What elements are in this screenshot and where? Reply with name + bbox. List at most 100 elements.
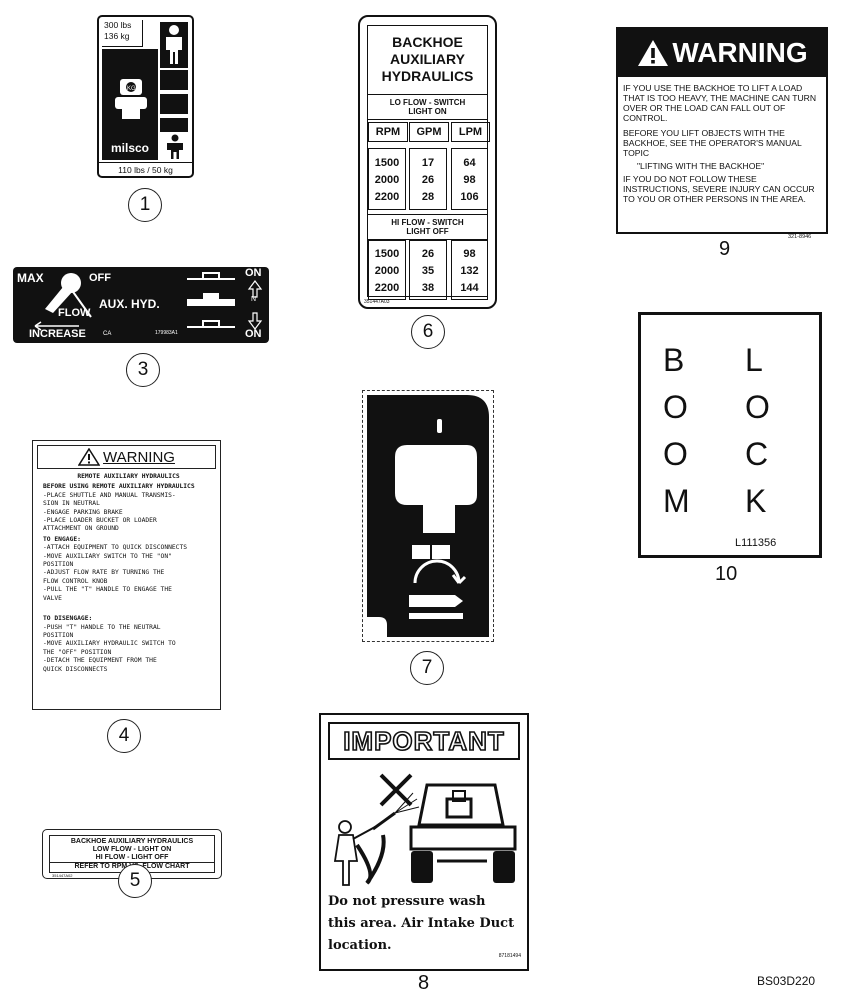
warning-header: WARNING (618, 29, 826, 77)
instruction-line: -DETACH THE EQUIPMENT FROM THE (43, 657, 157, 665)
hi-gpm-cell: 26 35 38 (409, 240, 447, 300)
flow-chart-title: BACKHOE AUXILIARY HYDRAULICS (368, 34, 487, 85)
hi-flow-line1: HI FLOW - SWITCH (391, 218, 464, 227)
flow-label: FLOW (58, 307, 91, 319)
instruction-line: QUICK DISCONNECTS (43, 665, 108, 673)
table-cell: 26 (421, 248, 435, 260)
instruction-line: -ATTACH EQUIPMENT TO QUICK DISCONNECTS (43, 544, 188, 552)
hi-rpm-cell: 1500 2000 2200 (368, 240, 406, 300)
callout-6: 6 (411, 315, 445, 349)
letter: C (745, 436, 769, 472)
table-cell: 17 (421, 157, 435, 169)
callout-8: 8 (418, 972, 430, 994)
text-line-3: location. (328, 938, 392, 953)
instruction-line: POSITION (43, 561, 74, 569)
part-number: L111356 (735, 537, 777, 549)
on-label-bottom: ON (245, 328, 262, 340)
table-cell: 1500 (374, 157, 400, 169)
part-number: 351447A03 (364, 299, 390, 305)
capacity-lbs: 300 lbs (104, 20, 132, 30)
callout-9: 9 (719, 238, 731, 260)
ca-mark: CA (103, 331, 112, 337)
instruction-line: VALVE (43, 594, 62, 602)
engage-heading: TO ENGAGE: (43, 535, 81, 543)
warning-part-number: 321-8946 (788, 234, 812, 240)
title-line: HYDRAULICS (381, 68, 474, 84)
lo-flow-line1: LO FLOW - SWITCH (389, 98, 466, 107)
letter: B (663, 342, 685, 378)
boom-lock-decal: B O O M L O C K L111356 (638, 312, 822, 558)
up-down-arrows-icon (247, 280, 263, 330)
lo-rpm-cell: 1500 2000 2200 (368, 148, 406, 210)
lo-flow-line2: LIGHT ON (408, 107, 447, 116)
stripe-3 (160, 118, 188, 132)
instruction-line: FLOW CONTROL KNOB (43, 577, 108, 585)
instruction-line: -MOVE AUXILIARY SWITCH TO THE "ON" (43, 552, 172, 560)
warning-title: WARNING (103, 448, 175, 466)
figure-id: BS03D220 (757, 974, 816, 988)
callout-7: 7 (410, 651, 444, 685)
important-header: IMPORTANT (328, 722, 520, 760)
table-cell: 98 (463, 248, 476, 260)
warning-paragraph-4: IF YOU DO NOT FOLLOW THESE INSTRUCTIONS,… (623, 174, 815, 204)
letter: O (745, 389, 770, 425)
part-number: 87181494 (498, 953, 521, 959)
lock-word: L O C K (745, 337, 770, 525)
stripe-2 (160, 94, 188, 114)
table-cell: 106 (460, 191, 479, 203)
warning-paragraph-1: IF YOU USE THE BACKHOE TO LIFT A LOAD TH… (623, 83, 817, 123)
letter: O (663, 389, 688, 425)
disengage-heading: TO DISENGAGE: (43, 615, 93, 623)
instruction-line-1: BACKHOE AUXILIARY HYDRAULICS (70, 838, 194, 845)
neutral-mark: N (251, 296, 257, 303)
instruction-line: -PLACE SHUTTLE AND MANUAL TRANSMIS- (43, 491, 176, 499)
lift-warning-decal: WARNING IF YOU USE THE BACKHOE TO LIFT A… (616, 27, 828, 234)
instruction-line: -PUSH "T" HANDLE TO THE NEUTRAL (43, 623, 161, 631)
callout-10: 10 (715, 563, 738, 585)
table-cell: 2000 (374, 174, 400, 186)
hi-flow-header: HI FLOW - SWITCH LIGHT OFF (368, 214, 487, 240)
brand-logo: milsco (110, 141, 149, 155)
warning-triangle-icon (638, 40, 669, 66)
large-person-icon (160, 22, 188, 68)
seat-icon: KG (115, 79, 147, 119)
table-cell: 2200 (374, 282, 400, 294)
warning-triangle-icon (78, 448, 101, 466)
instruction-line: POSITION (43, 631, 74, 639)
instruction-line-3: HI FLOW - LIGHT OFF (95, 854, 169, 861)
instruction-line: -PULL THE "T" HANDLE TO ENGAGE THE (43, 586, 172, 594)
callout-1: 1 (128, 188, 162, 222)
pressure-wash-pictogram (333, 773, 517, 886)
letter: M (663, 483, 690, 519)
table-cell: 26 (421, 174, 435, 186)
flow-knob-icon (45, 273, 92, 318)
flow-chart-decal: BACKHOE AUXILIARY HYDRAULICS LO FLOW - S… (358, 15, 497, 309)
aux-hyd-label: AUX. HYD. (99, 297, 160, 311)
text-line-1: Do not pressure wash (328, 894, 486, 909)
pressure-wash-decal: IMPORTANT Do not pressure wash this area… (319, 713, 529, 971)
title-line: AUXILIARY (390, 51, 465, 67)
instruction-line: -ADJUST FLOW RATE BY TURNING THE (43, 569, 165, 577)
lo-flow-header: LO FLOW - SWITCH LIGHT ON (368, 94, 487, 120)
seat-panel: KG milsco (102, 49, 158, 160)
subtitle: REMOTE AUXILIARY HYDRAULICS (77, 473, 180, 480)
instruction-line: -PLACE LOADER BUCKET OR LOADER (43, 517, 157, 525)
max-label: MAX (17, 271, 44, 285)
seat-weight-decal: 300 lbs 136 kg KG milsco 110 lbs / 50 kg (97, 15, 194, 178)
flow-chart-frame: BACKHOE AUXILIARY HYDRAULICS LO FLOW - S… (367, 25, 490, 300)
col-header-rpm: RPM (368, 122, 408, 142)
warning-paragraph-2: BEFORE YOU LIFT OBJECTS WITH THE BACKHOE… (623, 128, 802, 158)
instruction-line-2: LOW FLOW - LIGHT ON (92, 846, 172, 853)
capacity-label: 300 lbs 136 kg (102, 20, 143, 47)
table-cell: 28 (421, 191, 435, 203)
capacity-kg: 136 kg (104, 31, 130, 41)
svg-text:KG: KG (127, 86, 136, 92)
increase-arrow-icon (34, 321, 79, 331)
table-cell: 2000 (374, 265, 400, 277)
stripe-1 (160, 70, 188, 90)
before-heading: BEFORE USING REMOTE AUXILIARY HYDRAULICS (43, 483, 195, 491)
small-person-icon (167, 134, 183, 159)
switch-positions-icon (187, 272, 235, 328)
warning-title: WARNING (672, 37, 808, 68)
off-label: OFF (89, 272, 111, 284)
